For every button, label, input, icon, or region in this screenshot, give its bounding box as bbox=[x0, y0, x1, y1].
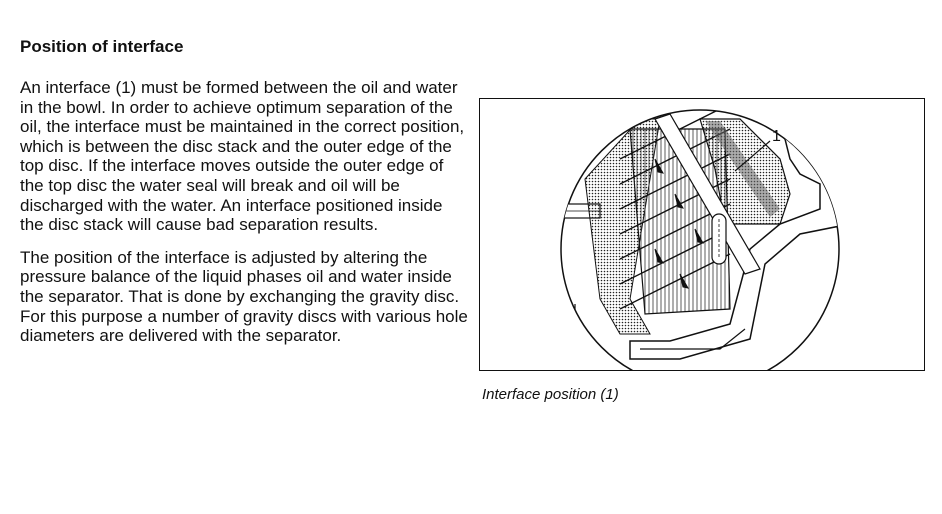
bowl-wall-shape bbox=[629, 118, 839, 360]
figure-frame: 1 G0047031 bbox=[479, 98, 925, 371]
interface-diagram: 1 bbox=[560, 109, 840, 370]
section-heading: Position of interface bbox=[20, 37, 184, 56]
paragraph-interface-adjustment: The position of the interface is adjuste… bbox=[20, 247, 468, 346]
callout-label: 1 bbox=[772, 128, 781, 145]
body-text: An interface (1) must be formed between … bbox=[20, 78, 470, 359]
callout-leader bbox=[734, 140, 771, 172]
figure-caption: Interface position (1) bbox=[482, 386, 619, 403]
paragraph-interface-description: An interface (1) must be formed between … bbox=[20, 78, 465, 235]
